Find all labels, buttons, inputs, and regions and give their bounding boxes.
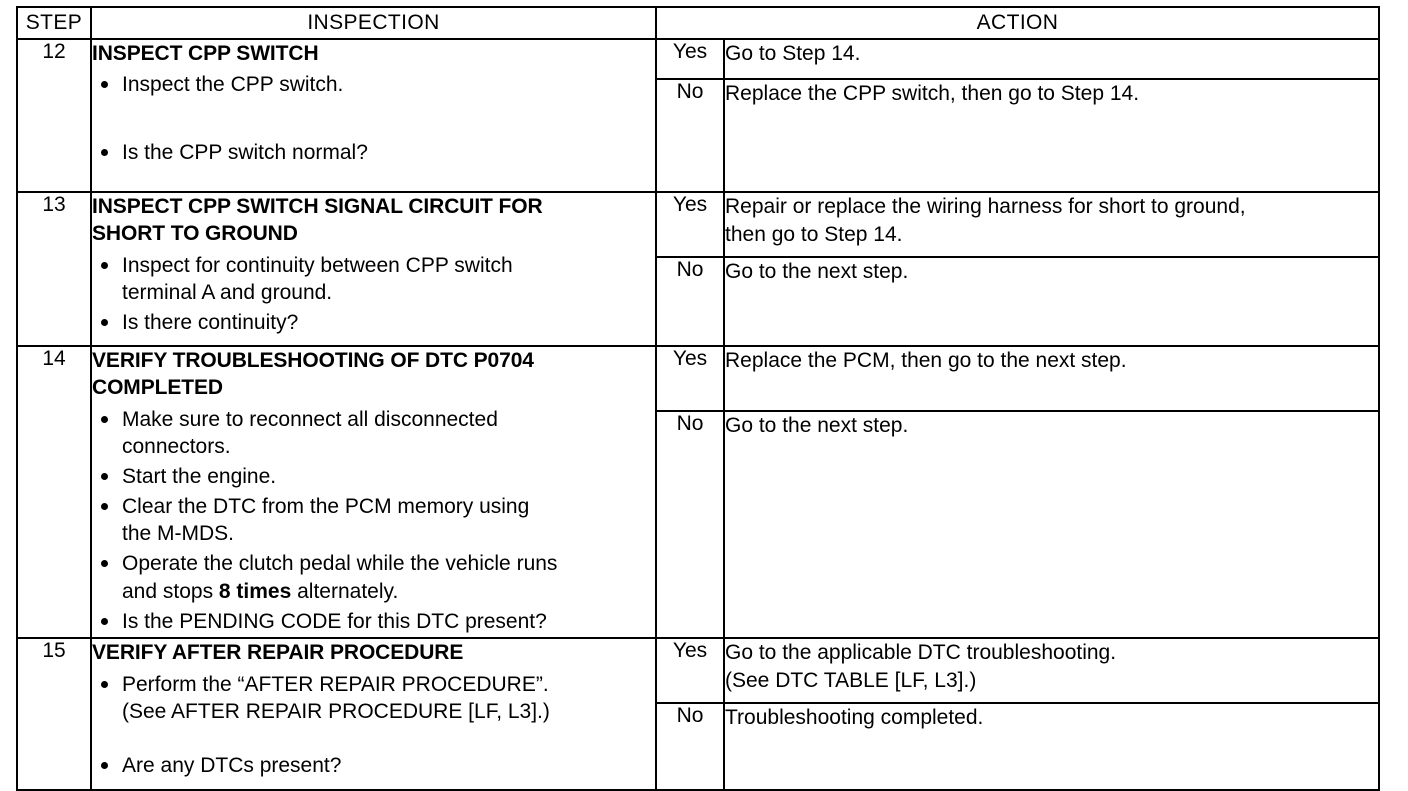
list-item-text: Are any DTCs present? — [122, 754, 342, 778]
answer-label-yes: Yes — [655, 38, 725, 80]
action-cell-yes: Repair or replace the wiring harness for… — [723, 191, 1380, 258]
table-row: No Go to the next step. — [17, 256, 1380, 347]
troubleshooting-table: STEP INSPECTION ACTION 12 INSPECT CPP SW… — [16, 6, 1380, 791]
bullet-icon — [101, 261, 108, 269]
bullet-icon — [101, 762, 108, 770]
list-item-text: Clear the DTC from the PCM memory using … — [122, 494, 530, 546]
list-item-text: Is there continuity? — [122, 311, 299, 335]
answer-label-no: No — [655, 256, 725, 347]
action-cell-no: Troubleshooting completed. — [723, 702, 1380, 791]
list-item: Are any DTCs present? — [92, 752, 655, 780]
table-row: No Replace the CPP switch, then go to St… — [17, 78, 1380, 193]
list-item: Inspect for continuity between CPP switc… — [92, 252, 655, 307]
inspection-cell: VERIFY TROUBLESHOOTING OF DTC P0704 COMP… — [90, 344, 657, 640]
action-cell-yes: Go to Step 14. — [723, 38, 1380, 80]
list-item-text: Is the PENDING CODE for this DTC present… — [122, 609, 547, 633]
list-item-text: Inspect the CPP switch. — [122, 73, 344, 97]
table-row: 13 INSPECT CPP SWITCH SIGNAL CIRCUIT FOR… — [16, 191, 1380, 347]
list-item: Make sure to reconnect all disconnected … — [92, 406, 655, 461]
header-step: STEP — [16, 6, 92, 40]
inspection-bullet-list: Inspect the CPP switch. Is the CPP switc… — [92, 71, 655, 166]
action-cell-no: Go to the next step. — [723, 256, 1380, 347]
bullet-icon — [101, 149, 108, 157]
inspection-title: VERIFY AFTER REPAIR PROCEDURE — [92, 641, 464, 665]
header-inspection: INSPECTION — [90, 6, 657, 40]
inspection-title: INSPECT CPP SWITCH SIGNAL CIRCUIT FOR SH… — [92, 195, 543, 246]
bullet-icon — [101, 473, 108, 481]
bullet-icon — [101, 319, 108, 327]
step-number: 15 — [16, 637, 92, 791]
list-item-text: Is the CPP switch normal? — [122, 141, 368, 165]
bullet-icon — [101, 415, 108, 423]
action-cell-yes: Replace the PCM, then go to the next ste… — [723, 344, 1380, 413]
action-cell-yes: Go to the applicable DTC troubleshooting… — [723, 637, 1380, 705]
action-cell-no: Go to the next step. — [723, 410, 1380, 640]
table-row: 12 INSPECT CPP SWITCH Inspect the CPP sw… — [16, 38, 1380, 193]
inspection-cell: VERIFY AFTER REPAIR PROCEDURE Perform th… — [90, 637, 657, 791]
bullet-icon — [101, 81, 108, 89]
answer-label-yes: Yes — [655, 637, 725, 705]
table-row: No Go to the next step. — [17, 410, 1380, 640]
list-item: Is the PENDING CODE for this DTC present… — [92, 608, 655, 636]
inspection-cell: INSPECT CPP SWITCH Inspect the CPP switc… — [90, 38, 657, 193]
list-item-text: Perform the “AFTER REPAIR PROCEDURE”. (S… — [122, 672, 550, 724]
table-row: 15 VERIFY AFTER REPAIR PROCEDURE Perform… — [16, 637, 1380, 791]
inspection-bullet-list: Inspect for continuity between CPP switc… — [92, 252, 655, 337]
answer-label-no: No — [655, 410, 725, 640]
answer-label-yes: Yes — [655, 344, 725, 413]
bullet-icon — [101, 680, 108, 688]
step-number: 14 — [16, 344, 92, 640]
action-cell-no: Replace the CPP switch, then go to Step … — [723, 78, 1380, 193]
inspection-bullet-list: Perform the “AFTER REPAIR PROCEDURE”. (S… — [92, 671, 655, 780]
list-item: Inspect the CPP switch. — [92, 71, 655, 99]
list-item: Perform the “AFTER REPAIR PROCEDURE”. (S… — [92, 671, 655, 726]
inspection-title: INSPECT CPP SWITCH — [92, 42, 319, 65]
inspection-title: VERIFY TROUBLESHOOTING OF DTC P0704 COMP… — [92, 349, 534, 400]
list-item-text: Start the engine. — [122, 465, 277, 489]
answer-label-no: No — [655, 702, 725, 791]
table-row: 14 VERIFY TROUBLESHOOTING OF DTC P0704 C… — [16, 344, 1380, 640]
list-item: Start the engine. — [92, 463, 655, 491]
list-item-text: Inspect for continuity between CPP switc… — [122, 253, 513, 305]
bullet-icon — [101, 617, 108, 625]
list-item: Operate the clutch pedal while the vehic… — [92, 550, 655, 605]
answer-label-no: No — [655, 78, 725, 193]
header-action: ACTION — [655, 6, 1380, 40]
table-header-row: STEP INSPECTION ACTION — [16, 6, 1380, 40]
list-item: Is the CPP switch normal? — [92, 139, 655, 167]
table-row: No Troubleshooting completed. — [17, 702, 1380, 791]
bullet-icon — [101, 502, 108, 510]
inspection-cell: INSPECT CPP SWITCH SIGNAL CIRCUIT FOR SH… — [90, 191, 657, 347]
list-item: Is there continuity? — [92, 309, 655, 337]
step-number: 12 — [16, 38, 92, 193]
list-item-text: Make sure to reconnect all disconnected … — [122, 407, 498, 459]
list-item: Clear the DTC from the PCM memory using … — [92, 493, 655, 548]
inspection-bullet-list: Make sure to reconnect all disconnected … — [92, 406, 655, 636]
step-number: 13 — [16, 191, 92, 347]
bullet-icon — [101, 560, 108, 568]
list-item-text: Operate the clutch pedal while the vehic… — [122, 552, 558, 603]
answer-label-yes: Yes — [655, 191, 725, 258]
